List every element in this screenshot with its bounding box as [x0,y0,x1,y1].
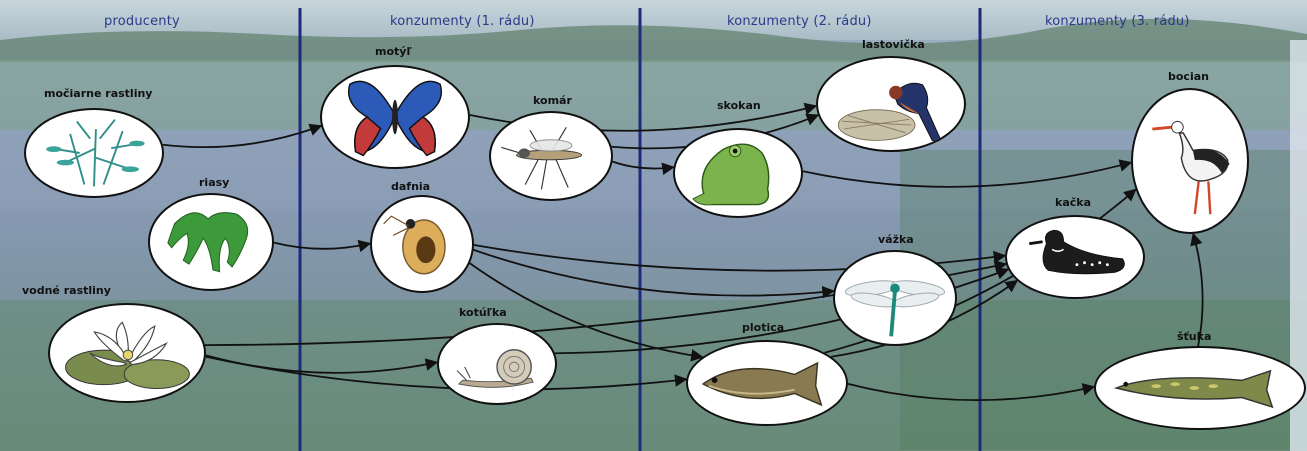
node-daphnia [370,195,474,293]
label-marsh-plants: močiarne rastliny [44,87,152,100]
label-daphnia: dafnia [391,180,430,193]
label-algae: riasy [199,176,229,189]
node-butterfly [320,65,470,169]
node-stork [1131,88,1249,234]
mosquito-icon [491,113,611,199]
roach-fish-icon [688,342,846,424]
node-swallow [816,56,966,152]
node-snail [437,323,557,405]
label-roach: plotica [742,321,784,334]
node-roach [686,340,848,426]
node-pike [1094,346,1306,430]
label-pike: šťuka [1177,330,1211,343]
daphnia-icon [372,197,472,291]
node-frog [673,128,803,218]
dragonfly-icon [835,252,955,344]
snail-icon [439,325,555,403]
label-dragonfly: vážka [878,233,914,246]
water-lily-icon [50,305,204,401]
duck-icon [1007,217,1143,297]
column-heading-producers: producenty [104,14,180,29]
column-heading-consumers-3: konzumenty (3. rádu) [1045,14,1190,29]
stork-icon [1133,90,1247,232]
column-heading-consumers-1: konzumenty (1. rádu) [390,14,535,29]
column-heading-consumers-2: konzumenty (2. rádu) [727,14,872,29]
node-dragonfly [833,250,957,346]
pike-icon [1096,348,1304,428]
butterfly-icon [322,67,468,167]
algae-icon [150,195,272,289]
label-swallow: lastovička [862,38,925,51]
label-mosquito: komár [533,94,572,107]
label-butterfly: motýľ [375,45,412,58]
node-mosquito [489,111,613,201]
marsh-plant-icon [26,110,162,196]
label-snail: kotúľka [459,306,507,319]
node-water-plants [48,303,206,403]
label-duck: kačka [1055,196,1091,209]
label-water-plants: vodné rastliny [22,284,111,297]
swallow-icon [818,58,964,150]
frog-icon [675,130,801,216]
label-frog: skokan [717,99,761,112]
node-duck [1005,215,1145,299]
node-algae [148,193,274,291]
label-stork: bocian [1168,70,1209,83]
node-marsh-plants [24,108,164,198]
